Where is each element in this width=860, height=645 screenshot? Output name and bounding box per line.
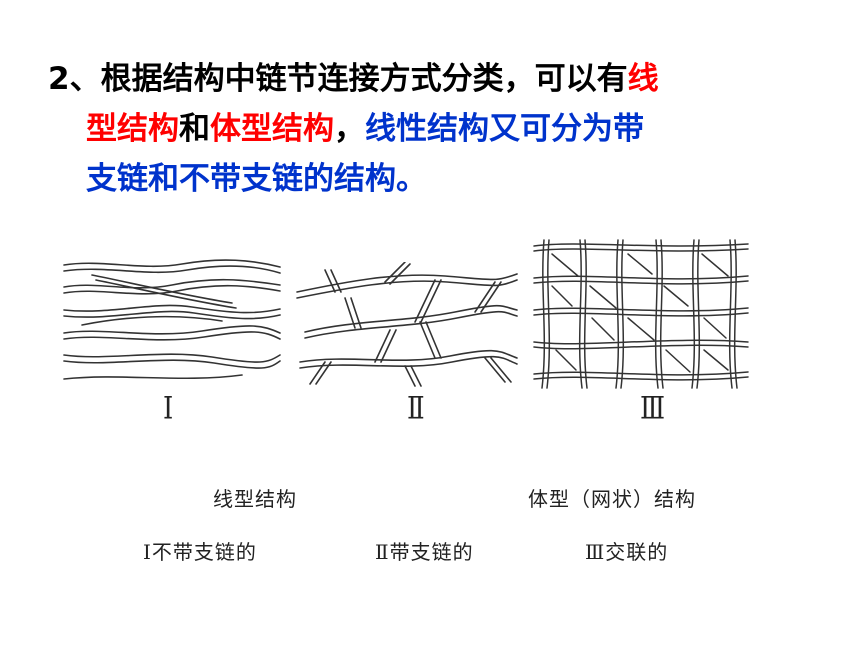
unbranched-label: Ⅰ不带支链的	[143, 540, 257, 564]
heading-blue-text: 支链和不带支链的结构。	[86, 161, 427, 197]
heading-text: 和	[179, 111, 210, 147]
figure-numeral-3: Ⅲ	[640, 391, 666, 427]
network-structure-label: 体型（网状）结构	[528, 487, 696, 511]
network-structure-figure	[533, 239, 749, 389]
heading-red-text: 体型结构	[210, 111, 334, 147]
heading-red-text: 线	[627, 61, 659, 97]
linear-chain-figure	[63, 259, 281, 380]
heading: 2、根据结构中链节连接方式分类，可以有线 型结构和体型结构，线性结构又可分为带 …	[48, 54, 828, 204]
heading-text: ，	[334, 111, 365, 147]
heading-line-2: 型结构和体型结构，线性结构又可分为带	[48, 104, 828, 154]
branched-chain-figure	[296, 262, 518, 387]
linear-structure-label: 线型结构	[213, 487, 297, 511]
branched-label: Ⅱ带支链的	[375, 540, 474, 564]
figure-numeral-1: Ⅰ	[163, 391, 174, 427]
heading-blue-text: 线性结构又可分为带	[365, 111, 644, 147]
heading-red-text: 型结构	[86, 111, 179, 147]
crosslinked-label: Ⅲ交联的	[585, 540, 669, 564]
figure-numeral-2: Ⅱ	[407, 391, 425, 427]
heading-line-1: 2、根据结构中链节连接方式分类，可以有线	[48, 54, 828, 104]
heading-text: 2、根据结构中链节连接方式分类，可以有	[48, 61, 628, 97]
heading-line-3: 支链和不带支链的结构。	[48, 154, 828, 204]
